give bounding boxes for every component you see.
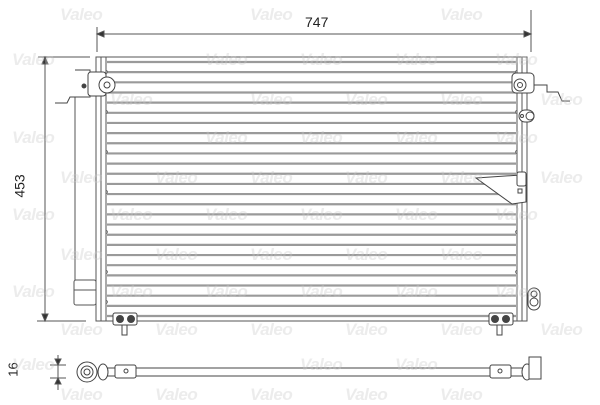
condenser-tubes — [107, 60, 516, 318]
height-dimension — [37, 55, 90, 323]
bottom-right-fitting — [488, 312, 514, 336]
left-tank-markers — [105, 69, 108, 305]
right-side-port — [527, 287, 541, 311]
bottom-left-fitting — [112, 312, 138, 336]
top-left-mounting-bracket — [55, 69, 116, 104]
depth-dimension — [50, 355, 66, 390]
width-dimension-label: 747 — [305, 14, 329, 30]
condenser-core — [95, 56, 528, 322]
height-dimension-label: 453 — [11, 174, 28, 198]
receiver-drier — [73, 74, 97, 306]
side-mounting-bracket — [474, 171, 527, 205]
depth-dimension-label: 16 — [5, 362, 21, 377]
width-dimension — [95, 10, 533, 52]
bottom-view — [76, 356, 542, 383]
top-right-mounting-bracket — [511, 72, 570, 123]
